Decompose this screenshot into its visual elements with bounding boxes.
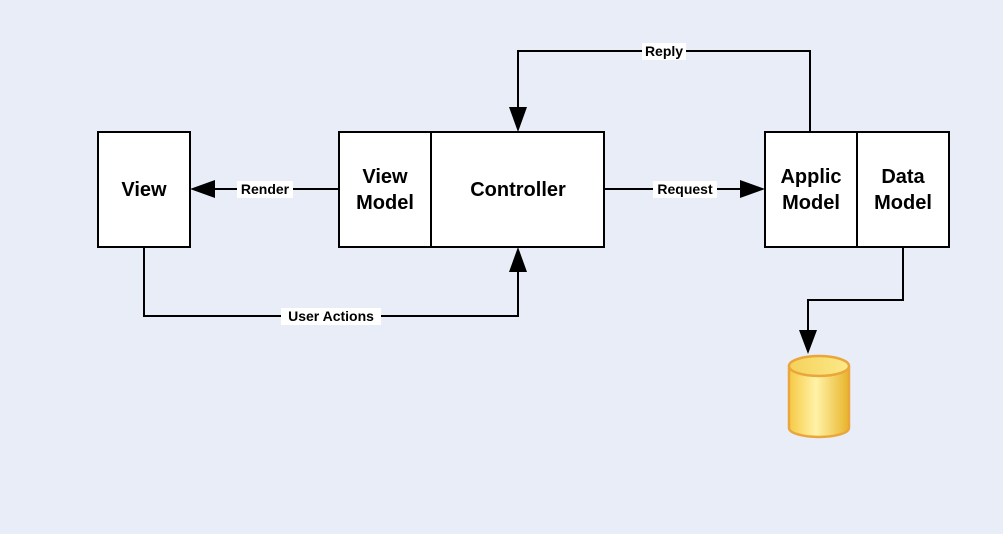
view-box: View xyxy=(97,131,191,248)
data-model-label-line1: Data xyxy=(881,166,925,188)
request-label: Request xyxy=(657,181,713,197)
reply-arrowhead xyxy=(509,107,527,132)
applic-model-label-line2: Model xyxy=(782,192,840,214)
reply-connector xyxy=(517,50,811,132)
view-model-box: View Model xyxy=(338,131,432,248)
user-actions-connector xyxy=(143,247,519,317)
render-arrowhead xyxy=(190,180,215,198)
applic-model-label-line1: Applic xyxy=(780,166,841,188)
render-label: Render xyxy=(241,181,290,197)
reply-edge-label: Reply xyxy=(642,43,686,60)
view-model-label-line2: Model xyxy=(356,192,414,214)
reply-label: Reply xyxy=(645,43,683,59)
data-model-connector xyxy=(807,247,904,333)
view-model-label-line1: View xyxy=(362,166,408,188)
render-edge-label: Render xyxy=(237,181,293,198)
data-model-box: Data Model xyxy=(856,131,950,248)
applic-model-box: Applic Model xyxy=(764,131,858,248)
request-arrowhead xyxy=(740,180,765,198)
database-cylinder-icon xyxy=(787,354,851,439)
database-arrowhead xyxy=(799,330,817,354)
user-actions-edge-label: User Actions xyxy=(281,308,381,325)
controller-label: Controller xyxy=(470,179,566,201)
data-model-label-line2: Model xyxy=(874,192,932,214)
user-actions-arrowhead xyxy=(509,247,527,272)
user-actions-label: User Actions xyxy=(288,308,374,324)
view-label: View xyxy=(121,179,167,201)
controller-box: Controller xyxy=(430,131,605,248)
request-edge-label: Request xyxy=(653,181,717,198)
